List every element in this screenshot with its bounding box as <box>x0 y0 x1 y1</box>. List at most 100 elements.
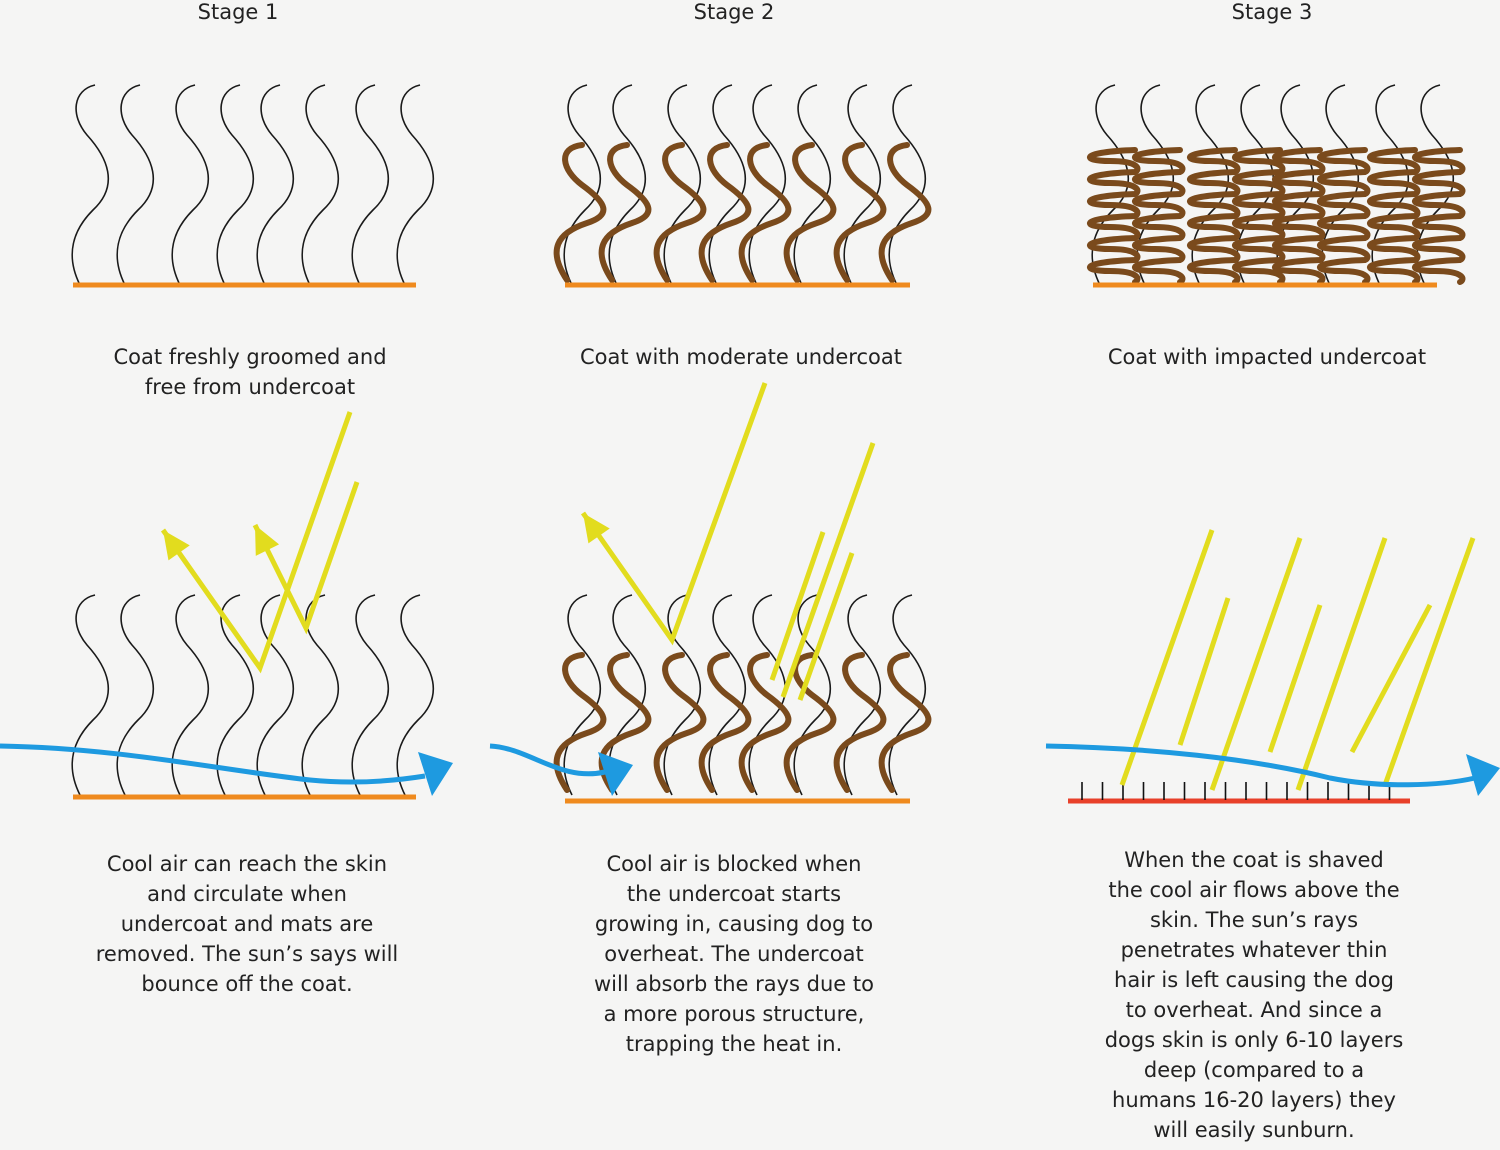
undercoat-hair <box>783 142 837 283</box>
air-flow-arrowhead <box>598 752 633 796</box>
guard-hair <box>171 594 210 796</box>
desc-line: will easily sunburn. <box>1153 1118 1355 1142</box>
impacted-undercoat <box>1132 147 1186 285</box>
stage-2-caption: Coat with moderate undercoat <box>541 342 941 372</box>
impacted-undercoat <box>1412 147 1466 285</box>
stage-1-caption: Coat freshly groomed and free from under… <box>50 342 450 402</box>
guard-hair <box>563 594 602 796</box>
impacted-undercoat <box>1317 147 1371 285</box>
guard-hair <box>301 84 340 286</box>
desc-line: the undercoat starts <box>626 882 842 906</box>
guard-hair <box>608 84 647 286</box>
stage-1-description: Cool air can reach the skin and circulat… <box>47 849 447 999</box>
guard-hair <box>708 594 747 796</box>
desc-line: penetrates whatever thin <box>1120 938 1388 962</box>
guard-hair <box>396 594 435 796</box>
stage-3-caption: Coat with impacted undercoat <box>1067 342 1467 372</box>
undercoat-hair <box>553 142 607 283</box>
impacted-undercoat <box>1232 147 1286 285</box>
guard-hair <box>301 594 340 796</box>
desc-line: the cool air flows above the <box>1108 878 1400 902</box>
guard-hair <box>351 594 390 796</box>
guard-hair <box>256 594 295 796</box>
guard-hair <box>608 594 647 796</box>
desc-line: hair is left causing the dog <box>1114 968 1394 992</box>
sun-ray <box>1267 604 1323 753</box>
air-flow-arrowhead <box>418 752 453 796</box>
undercoat-hair <box>738 142 792 283</box>
undercoat-hair <box>783 652 837 793</box>
impacted-undercoat <box>1187 147 1241 285</box>
guard-hair <box>396 84 435 286</box>
desc-line: trapping the heat in. <box>625 1032 843 1056</box>
guard-hair <box>843 594 882 796</box>
sun-ray <box>1209 537 1303 791</box>
caption-line: Coat freshly groomed and <box>113 345 387 369</box>
guard-hair <box>748 84 787 286</box>
sun-ray <box>769 531 826 681</box>
guard-hair <box>663 84 702 286</box>
guard-hair <box>171 84 210 286</box>
desc-line: undercoat and mats are <box>120 912 374 936</box>
guard-hair <box>216 594 255 796</box>
air-flow <box>489 743 606 777</box>
sun-ray <box>780 442 876 698</box>
guard-hair <box>116 594 155 796</box>
undercoat-hair <box>653 142 707 283</box>
guard-hair <box>888 84 927 286</box>
undercoat-hair <box>833 652 887 793</box>
sun-ray <box>1349 603 1433 754</box>
desc-line: and circulate when <box>147 882 347 906</box>
sun-ray <box>252 481 360 635</box>
guard-hair <box>71 84 110 286</box>
air-flow <box>1045 743 1476 788</box>
guard-hair <box>888 594 927 796</box>
sun-ray <box>580 382 768 646</box>
stage-1-title: Stage 1 <box>197 0 279 24</box>
guard-hair <box>71 594 110 796</box>
desc-line: skin. The sun’s rays <box>1149 908 1359 932</box>
undercoat-hair <box>653 652 707 793</box>
stage-2-description: Cool air is blocked when the undercoat s… <box>534 849 934 1059</box>
guard-hair <box>793 84 832 286</box>
caption-line: Coat with impacted undercoat <box>1107 345 1427 369</box>
guard-hair <box>216 84 255 286</box>
guard-hair <box>563 84 602 286</box>
desc-line: When the coat is shaved <box>1124 848 1384 872</box>
desc-line: overheat. The undercoat <box>604 942 864 966</box>
desc-line: Cool air can reach the skin <box>106 852 388 876</box>
undercoat-hair <box>698 142 752 283</box>
desc-line: to overheat. And since a <box>1125 998 1383 1022</box>
sun-ray <box>1295 537 1388 791</box>
caption-line: Coat with moderate undercoat <box>580 345 902 369</box>
stage-3-description: When the coat is shaved the cool air flo… <box>1054 845 1454 1145</box>
undercoat-hair <box>738 652 792 793</box>
desc-line: growing in, causing dog to <box>594 912 874 936</box>
undercoat-hair <box>833 142 887 283</box>
stage-3-title: Stage 3 <box>1231 0 1313 24</box>
desc-line: a more porous structure, <box>603 1002 865 1026</box>
air-flow <box>0 743 426 785</box>
desc-line: Cool air is blocked when <box>606 852 862 876</box>
undercoat-hair <box>598 142 652 283</box>
guard-hair <box>793 594 832 796</box>
reflected-ray-arrowhead <box>163 530 190 561</box>
undercoat-hair <box>878 142 932 283</box>
desc-line: dogs skin is only 6-10 layers <box>1104 1028 1404 1052</box>
desc-line: bounce off the coat. <box>141 972 353 996</box>
guard-hair <box>663 594 702 796</box>
guard-hair <box>843 84 882 286</box>
air-flow-arrowhead <box>1466 754 1500 796</box>
desc-line: humans 16-20 layers) they <box>1112 1088 1396 1112</box>
sun-ray <box>1382 537 1476 786</box>
desc-line: removed. The sun’s says will <box>95 942 399 966</box>
impacted-undercoat <box>1272 147 1326 285</box>
impacted-undercoat <box>1367 147 1421 285</box>
undercoat-hair <box>698 652 752 793</box>
sun-ray <box>797 552 855 701</box>
reflected-ray-arrowhead <box>583 513 610 544</box>
guard-hair <box>708 84 747 286</box>
caption-line: free from undercoat <box>144 375 356 399</box>
undercoat-hair <box>553 652 607 793</box>
